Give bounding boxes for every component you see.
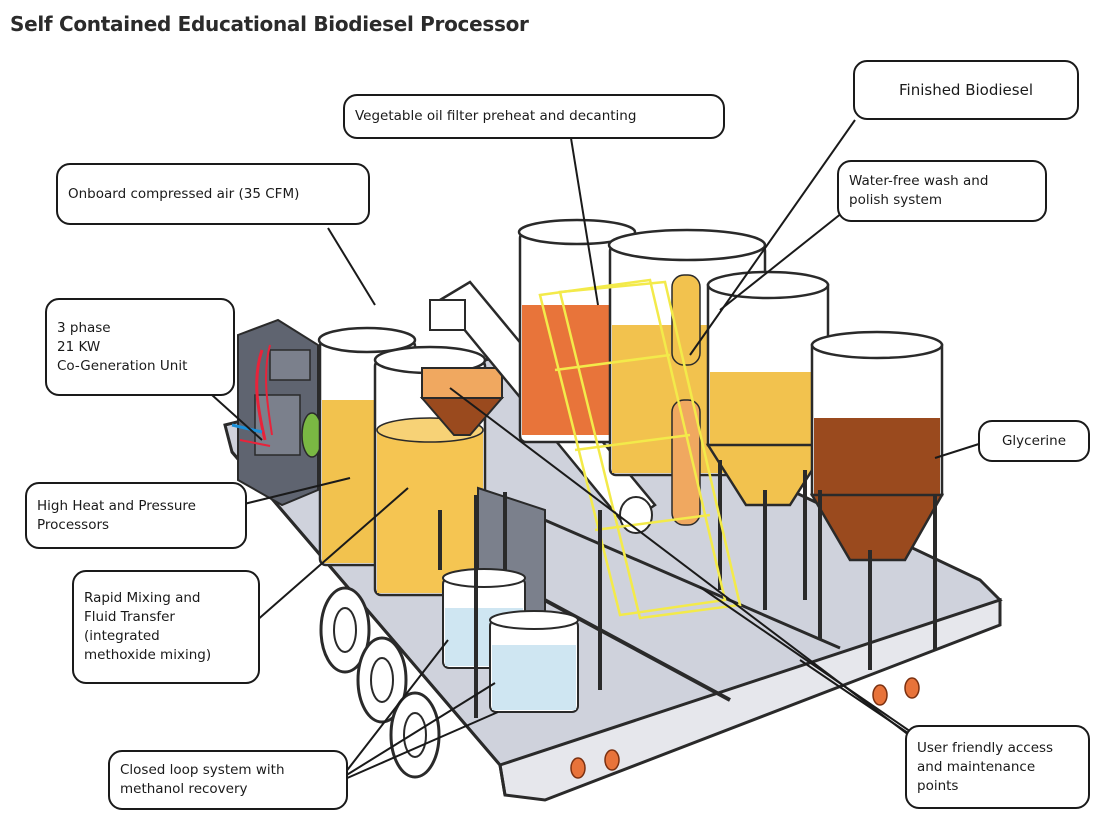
callout-glycerine: Glycerine (978, 420, 1090, 462)
callout-line: Rapid Mixing and (84, 590, 201, 606)
callout-line: (integrated (84, 628, 160, 644)
glycerine-tank (809, 330, 945, 670)
methoxide-mixer (419, 367, 505, 436)
callout-closed-loop: Closed loop system with methanol recover… (108, 750, 348, 810)
callout-line: 3 phase (57, 319, 111, 336)
callout-line: Vegetable oil filter preheat and decanti… (355, 108, 637, 124)
callout-line: points (917, 777, 959, 794)
access-ports (570, 677, 920, 779)
co-generation-unit (231, 318, 323, 507)
callout-finished-biodiesel: Finished Biodiesel (853, 60, 1079, 120)
callout-vegetable-oil: Vegetable oil filter preheat and decanti… (343, 94, 725, 139)
wash-tank (705, 270, 831, 610)
callout-line: Finished Biodiesel (899, 80, 1033, 99)
callout-processors: High Heat and Pressure Processors (25, 482, 247, 549)
leader-lines (211, 119, 983, 780)
callout-access: User friendly access and maintenance poi… (905, 725, 1090, 809)
callout-mixing: Rapid Mixing and Fluid Transfer (integra… (72, 570, 260, 684)
callout-line: and maintenance (917, 758, 1036, 775)
callout-line: Glycerine (1001, 432, 1067, 449)
access-ladder (538, 278, 742, 620)
methanol-tanks (442, 568, 579, 713)
callout-line: Fluid Transfer (84, 609, 175, 625)
callout-line: Closed loop system with (120, 762, 285, 778)
callout-line: High Heat and Pressure (37, 497, 196, 514)
callout-water-free-wash: Water-free wash and polish system (837, 160, 1047, 222)
callout-line: 21 KW (57, 338, 101, 355)
callout-line: Co-Generation Unit (57, 357, 188, 374)
callout-line: Onboard compressed air (35 CFM) (68, 185, 300, 202)
callout-line: Processors (37, 516, 110, 533)
diagram-title: Self Contained Educational Biodiesel Pro… (10, 12, 529, 36)
trailer-wheels (319, 586, 441, 779)
callout-line: polish system (849, 192, 943, 208)
callout-line: methanol recovery (120, 781, 248, 797)
callout-line: methoxide mixing) (84, 647, 212, 663)
callout-compressed-air: Onboard compressed air (35 CFM) (56, 163, 370, 225)
callout-line: Water-free wash and (849, 173, 989, 189)
callout-line: User friendly access (917, 739, 1054, 756)
callout-co-generation: 3 phase 21 KW Co-Generation Unit (45, 298, 235, 396)
frame-poles (438, 495, 602, 718)
